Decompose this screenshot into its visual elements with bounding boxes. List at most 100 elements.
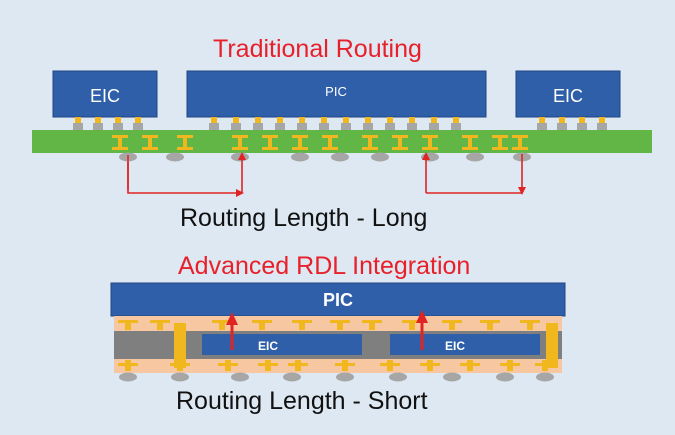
solder-ball <box>231 372 249 382</box>
substrate-via <box>398 135 402 150</box>
solder-ball <box>166 152 184 162</box>
rdl-via <box>342 360 348 371</box>
solder-ball <box>466 152 484 162</box>
rdl-via <box>387 360 393 371</box>
micro-bump <box>135 117 141 123</box>
micro-bump <box>365 117 371 123</box>
rdl-via <box>219 320 225 330</box>
bottom-caption: Routing Length - Short <box>176 387 428 415</box>
micro-bump <box>431 117 437 123</box>
micro-bump-pad <box>93 123 103 130</box>
micro-bump <box>599 117 605 123</box>
substrate-trace <box>142 147 158 150</box>
solder-ball <box>371 152 389 162</box>
solder-ball <box>283 372 301 382</box>
rdl-via <box>157 320 163 330</box>
rdl-via <box>265 360 271 371</box>
rdl-via <box>259 320 265 330</box>
rdl-via <box>449 320 455 330</box>
top-title: Traditional Routing <box>213 35 422 63</box>
micro-bump-pad <box>319 123 329 130</box>
micro-bump-pad <box>451 123 461 130</box>
through-mold-via <box>174 323 186 368</box>
substrate-via <box>468 135 472 150</box>
micro-bump <box>559 117 565 123</box>
bottom-pic-chip <box>110 282 566 317</box>
rdl-via <box>177 360 183 371</box>
micro-bump <box>277 117 283 123</box>
micro-bump <box>233 117 239 123</box>
micro-bump-pad <box>429 123 439 130</box>
micro-bump <box>115 117 121 123</box>
micro-bump <box>211 117 217 123</box>
routing-arrow-left-h <box>127 155 244 197</box>
solder-ball <box>336 372 354 382</box>
substrate-trace <box>462 147 478 150</box>
micro-bump <box>387 117 393 123</box>
solder-ball <box>536 372 554 382</box>
substrate-via <box>118 135 122 150</box>
top-caption: Routing Length - Long <box>180 204 428 232</box>
top-eic-right-label: EIC <box>553 86 583 106</box>
top-eic-left-chip <box>52 70 158 118</box>
micro-bump-pad <box>597 123 607 130</box>
rdl-via <box>527 320 533 330</box>
micro-bump <box>95 117 101 123</box>
solder-ball <box>496 372 514 382</box>
bottom-eic-right-label: EIC <box>445 339 465 353</box>
substrate-via <box>298 135 302 150</box>
top-pic-chip <box>186 70 487 118</box>
bottom-eic-left-chip <box>202 334 362 355</box>
substrate-via <box>328 135 332 150</box>
substrate-via <box>148 135 152 150</box>
solder-ball <box>443 372 461 382</box>
substrate-via <box>183 135 187 150</box>
micro-bump-pad <box>407 123 417 130</box>
rdl-via <box>225 360 231 371</box>
substrate-via <box>518 135 522 150</box>
solder-ball <box>421 152 439 162</box>
micro-bump-pad <box>253 123 263 130</box>
top-eic-left-label: EIC <box>90 86 120 106</box>
micro-bump <box>343 117 349 123</box>
substrate-via <box>498 135 502 150</box>
rdl-via <box>125 320 131 330</box>
micro-bump-pad <box>385 123 395 130</box>
substrate-via <box>268 135 272 150</box>
substrate-trace <box>292 147 308 150</box>
top-eic-right-chip <box>515 70 621 118</box>
substrate-via <box>238 135 242 150</box>
substrate-trace <box>362 147 378 150</box>
bottom-title: Advanced RDL Integration <box>178 252 471 280</box>
solder-ball <box>231 152 249 162</box>
solder-ball <box>331 152 349 162</box>
bottom-pic-label: PIC <box>323 290 353 310</box>
substrate-trace <box>262 147 278 150</box>
substrate-trace <box>492 147 508 150</box>
top-pic-label: PIC <box>325 84 347 99</box>
solder-ball <box>119 372 137 382</box>
rdl-via <box>125 360 131 371</box>
micro-bump-pad <box>113 123 123 130</box>
rdl-via <box>427 360 433 371</box>
solder-ball <box>389 372 407 382</box>
micro-bump-pad <box>557 123 567 130</box>
micro-bump <box>75 117 81 123</box>
through-mold-via <box>546 323 558 368</box>
micro-bump-pad <box>537 123 547 130</box>
micro-bump <box>579 117 585 123</box>
rdl-via <box>337 320 343 330</box>
solder-ball <box>291 152 309 162</box>
rdl-via <box>542 360 548 371</box>
substrate-via <box>428 135 432 150</box>
micro-bump-pad <box>577 123 587 130</box>
substrate-trace <box>422 147 438 150</box>
micro-bump <box>299 117 305 123</box>
substrate-trace <box>177 147 193 150</box>
micro-bump-pad <box>363 123 373 130</box>
rdl-via <box>467 360 473 371</box>
micro-bump <box>321 117 327 123</box>
substrate-trace <box>512 147 528 150</box>
